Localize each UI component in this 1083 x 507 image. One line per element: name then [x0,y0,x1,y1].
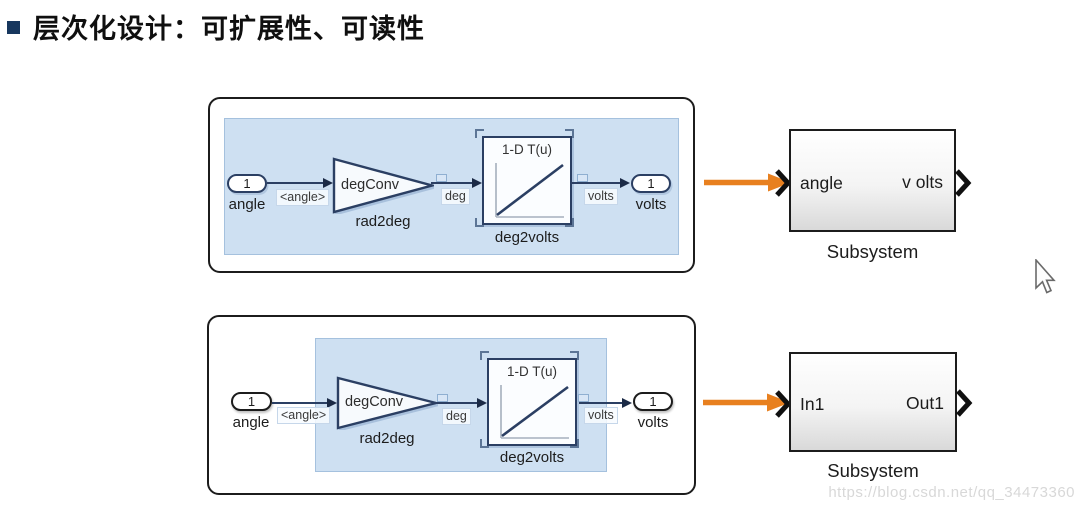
selection-bracket-icon [480,439,489,448]
wire-arrowhead-icon [620,178,630,188]
outport-label: volts [637,414,669,431]
lookup-table-title: 1-D T(u) [501,142,552,157]
port-chevron-in-icon [775,390,792,418]
subsystem-inport-label: In1 [800,394,825,414]
bullet-marker [7,21,20,34]
lookup-curve-icon [500,385,569,439]
selection-bracket-icon [565,129,574,138]
signal-name-label: deg [442,408,471,425]
outport-label: volts [635,196,667,213]
subsystem-name-label: Subsystem [826,241,919,262]
slide-title: 层次化设计：可扩展性、可读性 [33,14,425,44]
signal-badge-icon [577,174,588,182]
selection-bracket-icon [475,218,484,227]
signal-name-label: deg [441,188,470,205]
lookup-table-name-label: deg2volts [494,229,560,246]
signal-name-label: volts [584,407,618,424]
inport-block[interactable]: 1 [231,392,272,411]
flow-arrow-icon [703,393,790,412]
outport-block[interactable]: 1 [633,392,673,411]
gain-value-label: degConv [341,177,400,193]
lookup-table-name-label: deg2volts [499,449,565,466]
selection-region-top [224,118,679,255]
lookup-table-title: 1-D T(u) [506,364,557,379]
inport-label: angle [228,196,266,213]
flow-arrow-icon [704,173,791,192]
subsystem-block[interactable]: In1 Out1 [789,352,957,452]
lookup-curve-icon [495,163,564,218]
outport-block[interactable]: 1 [631,174,671,193]
wire [431,182,472,184]
wire-arrowhead-icon [472,178,482,188]
lookup-table-block[interactable]: 1-D T(u) [487,358,577,446]
wire [572,182,621,184]
selection-bracket-icon [565,218,574,227]
subsystem-outport-label: Out1 [906,393,944,413]
subsystem-outport-label: v olts [902,172,943,192]
signal-name-label: volts [584,188,618,205]
signal-badge-icon [578,394,589,402]
gain-block[interactable] [336,376,438,430]
signal-badge-icon [436,174,447,182]
mouse-cursor-icon [1035,259,1056,294]
watermark: https://blog.csdn.net/qq_34473360 [828,484,1075,501]
wire [435,402,477,404]
selection-bracket-icon [475,129,484,138]
port-chevron-in-icon [775,169,792,197]
wire-arrowhead-icon [622,398,632,408]
lookup-table-block[interactable]: 1-D T(u) [482,136,572,225]
wire-arrowhead-icon [323,178,333,188]
subsystem-inport-label: angle [800,173,843,193]
signal-name-label: <angle> [277,407,331,424]
selection-bracket-icon [570,439,579,448]
gain-block[interactable] [332,157,434,214]
gain-name-label: rad2deg [359,430,415,447]
signal-badge-icon [437,394,448,402]
signal-name-label: <angle> [276,189,330,206]
gain-value-label: degConv [345,394,404,410]
wire-arrowhead-icon [327,398,337,408]
wire [579,402,623,404]
port-chevron-out-icon [955,169,972,197]
wire [267,182,324,184]
port-chevron-out-icon [956,389,973,417]
selection-bracket-icon [570,351,579,360]
gain-name-label: rad2deg [355,213,411,230]
inport-block[interactable]: 1 [227,174,267,193]
subsystem-block[interactable]: angle v olts [789,129,956,232]
selection-bracket-icon [480,351,489,360]
inport-label: angle [232,414,270,431]
wire-arrowhead-icon [477,398,487,408]
subsystem-name-label: Subsystem [827,460,919,481]
wire [272,402,327,404]
